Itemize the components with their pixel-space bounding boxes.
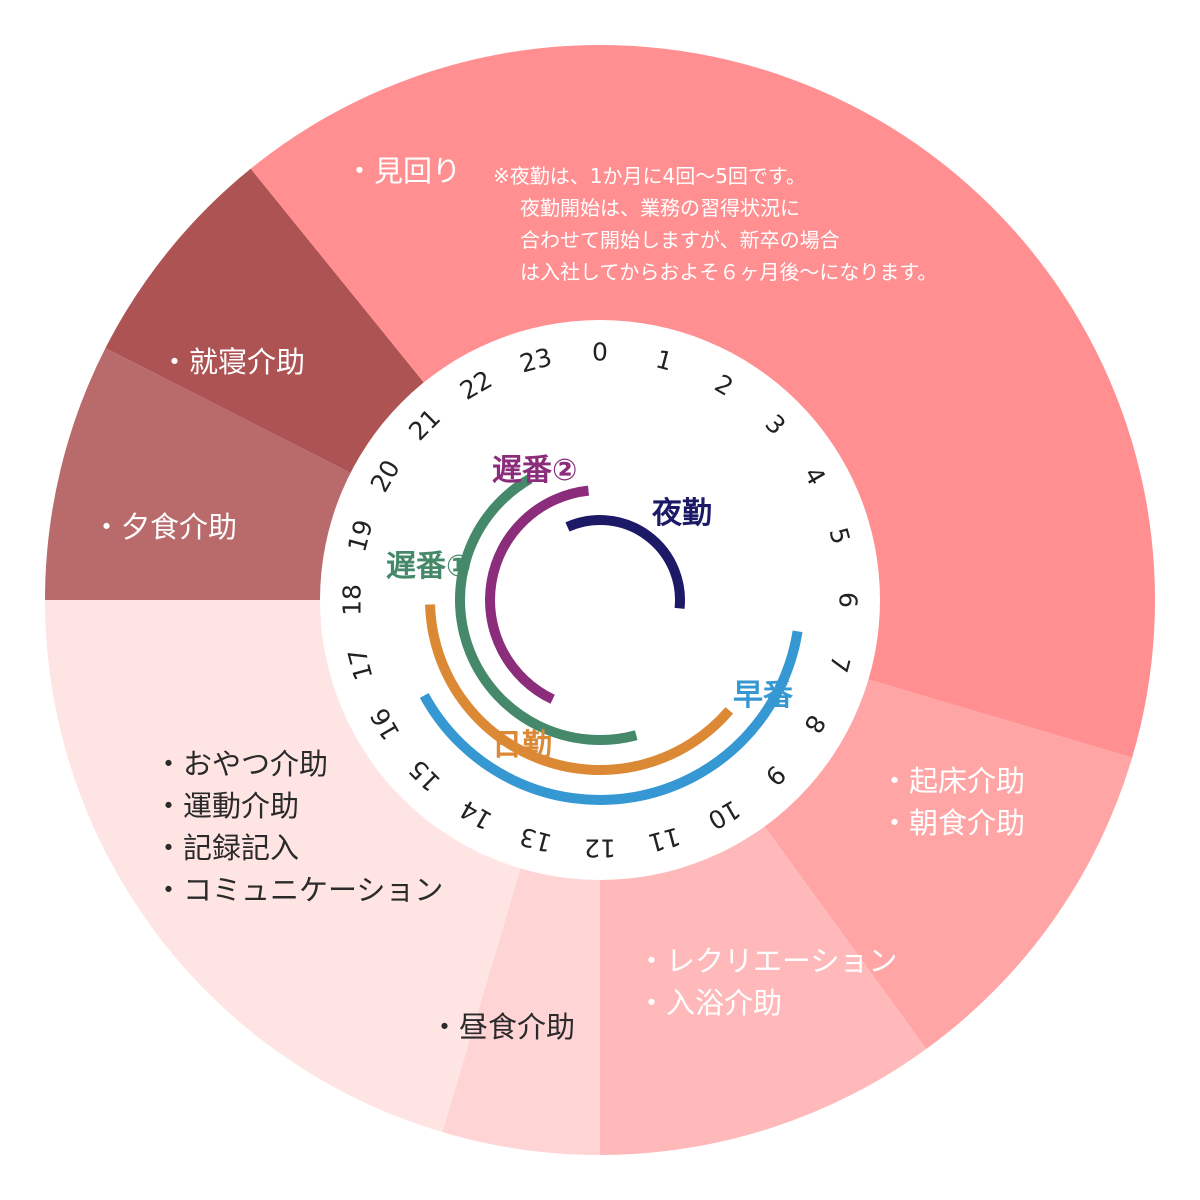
note-line-3: 合わせて開始しますが、新卒の場合 bbox=[520, 228, 840, 252]
task-mimawari: ・見回り bbox=[345, 154, 462, 188]
task-oyatsu: ・おやつ介助 bbox=[154, 747, 329, 781]
task-shushin: ・就寝介助 bbox=[160, 345, 306, 379]
task-group-morning: ・起床介助 ・朝食介助 bbox=[880, 760, 1025, 844]
task-yushoku: ・夕食介助 bbox=[92, 510, 238, 544]
task-group-afternoon: ・おやつ介助 ・運動介助 ・記録記入 ・コミュニケーション bbox=[154, 743, 443, 911]
task-chushoku: ・昼食介助 bbox=[430, 1010, 576, 1044]
shift-label-hayaban: 早番 bbox=[733, 678, 794, 713]
shift-arc-yakin bbox=[565, 515, 685, 609]
shift-arc-osoban1 bbox=[455, 474, 638, 745]
shift-label-nikkin: 日勤 bbox=[492, 728, 552, 763]
task-recreation: ・レクリエーション bbox=[637, 944, 898, 978]
task-kiroku: ・記録記入 bbox=[154, 831, 300, 865]
shift-label-osoban1: 遅番① bbox=[386, 549, 471, 584]
shift-labels: 夜勤 遅番② 遅番① 日勤 早番 bbox=[386, 453, 794, 763]
task-communication: ・コミュニケーション bbox=[154, 873, 444, 907]
shift-arcs bbox=[419, 474, 803, 805]
task-choshoku: ・朝食介助 bbox=[880, 806, 1026, 840]
hour-label-6: 6 bbox=[834, 592, 863, 608]
night-shift-note: ※夜勤は、1か月に4回〜5回です。 夜勤開始は、業務の習得状況に 合わせて開始し… bbox=[493, 160, 937, 288]
shift-arc-osoban2 bbox=[485, 485, 590, 704]
shift-arc-hayaban bbox=[419, 630, 803, 805]
hour-label-1: 1 bbox=[653, 344, 676, 376]
hour-label-0: 0 bbox=[592, 338, 608, 367]
hour-label-18: 18 bbox=[338, 584, 367, 616]
note-line-4: は入社してからおよそ６ヶ月後〜になります。 bbox=[520, 260, 938, 284]
hour-label-7: 7 bbox=[823, 653, 855, 676]
shift-label-yakin: 夜勤 bbox=[651, 496, 712, 531]
shift-arc-nikkin bbox=[425, 604, 734, 775]
task-undo: ・運動介助 bbox=[154, 789, 300, 823]
note-line-1: ※夜勤は、1か月に4回〜5回です。 bbox=[493, 164, 806, 188]
hour-label-12: 12 bbox=[584, 834, 616, 863]
note-line-2: 夜勤開始は、業務の習得状況に bbox=[520, 196, 800, 220]
task-group-recreation: ・レクリエーション ・入浴介助 bbox=[637, 940, 897, 1024]
shift-label-osoban2: 遅番② bbox=[492, 453, 577, 488]
task-kisho: ・起床介助 bbox=[880, 764, 1026, 798]
task-nyuyoku: ・入浴介助 bbox=[637, 986, 783, 1020]
hour-label-5: 5 bbox=[823, 524, 855, 547]
